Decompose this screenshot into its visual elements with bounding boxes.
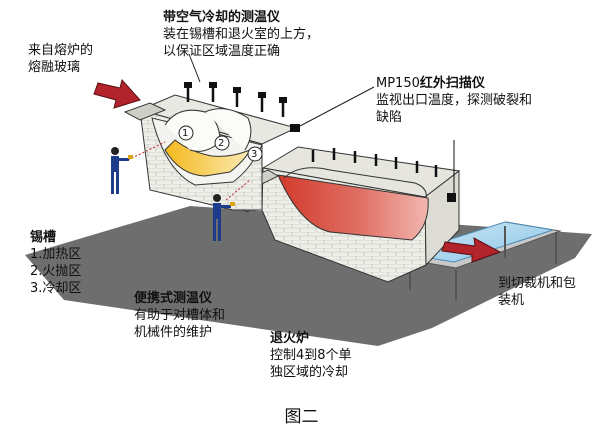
annealing-lehr xyxy=(261,140,461,283)
lehr-desc-1: 控制4到8个单 xyxy=(270,348,352,363)
scanner-title: 红外扫描仪 xyxy=(419,76,485,91)
tin-bath-title: 锡槽 xyxy=(30,230,57,245)
fixed-thermometer-desc-1: 装在锡槽和退火室的上方， xyxy=(163,27,320,42)
lehr-label: 退火炉 控制4到8个单 独区域的冷却 xyxy=(270,330,352,381)
source-line-1: 来自熔炉的 xyxy=(28,43,94,58)
fixed-thermometer-title: 带空气冷却的测温仪 xyxy=(163,10,281,25)
operator-center xyxy=(213,194,235,241)
lehr-desc-2: 独区域的冷却 xyxy=(270,365,349,380)
source-label: 来自熔炉的 熔融玻璃 xyxy=(28,42,93,76)
figure-caption: 图二 xyxy=(284,407,319,427)
zone-number-2: 2 xyxy=(218,138,225,149)
scanner-model: MP150 xyxy=(376,76,420,91)
portable-thermometer-desc-2: 机械件的维护 xyxy=(134,325,213,340)
scanner-label: MP150红外扫描仪 监视出口温度，探测破裂和 缺陷 xyxy=(376,75,532,126)
source-line-2: 熔融玻璃 xyxy=(28,60,81,75)
scanner-desc-2: 缺陷 xyxy=(376,110,403,125)
tin-bath-label: 锡槽 1.加热区 2.火抛区 3.冷却区 xyxy=(30,229,81,297)
tin-bath-zone-1: 1.加热区 xyxy=(30,247,82,262)
portable-thermometer-label: 便携式测温仪 有助于对槽体和 机械件的维护 xyxy=(134,290,225,341)
scanner-desc-1: 监视出口温度，探测破裂和 xyxy=(376,93,533,108)
fixed-thermometer-desc-2: 以保证区域温度正确 xyxy=(163,44,281,59)
portable-thermometer-title: 便携式测温仪 xyxy=(134,291,213,306)
input-arrow xyxy=(93,78,141,109)
output-line-1: 到切裁机和包 xyxy=(498,276,577,291)
zone-number-1: 1 xyxy=(182,128,189,139)
output-arrow xyxy=(441,237,502,263)
molten-glass-inlet xyxy=(123,102,167,121)
tin-bath-zone-3: 3.冷却区 xyxy=(30,281,82,296)
operator-left xyxy=(111,147,133,194)
fixed-thermometer-label: 带空气冷却的测温仪 装在锡槽和退火室的上方， 以保证区域温度正确 xyxy=(163,9,319,60)
zone-number-3: 3 xyxy=(251,149,258,160)
zone-markers xyxy=(178,125,263,162)
tin-bath-zone-2: 2.火抛区 xyxy=(30,264,82,279)
output-line-2: 装机 xyxy=(498,293,525,308)
portable-thermometer-desc-1: 有助于对槽体和 xyxy=(134,308,226,323)
output-label: 到切裁机和包 装机 xyxy=(498,275,576,309)
lehr-title: 退火炉 xyxy=(270,331,310,346)
